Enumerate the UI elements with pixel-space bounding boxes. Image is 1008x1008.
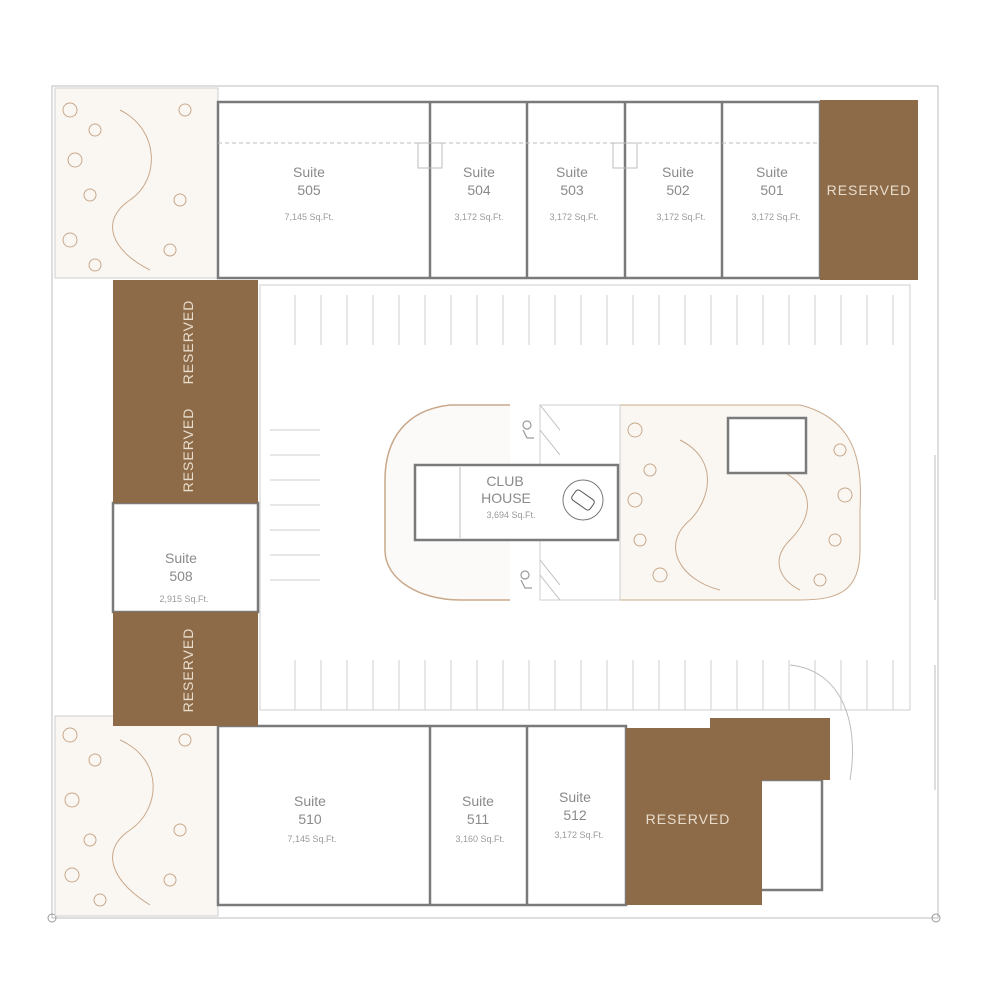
suite-number: 508 xyxy=(169,568,193,584)
reserved-label: RESERVED xyxy=(827,182,912,198)
suite-505-label: Suite 505 7,145 Sq.Ft. xyxy=(284,164,333,222)
clubhouse-building xyxy=(413,416,808,542)
suite-510-label: Suite 510 7,145 Sq.Ft. xyxy=(287,793,336,844)
suite-title: Suite xyxy=(165,550,197,566)
suite-area: 3,172 Sq.Ft. xyxy=(554,830,603,840)
reserved-label: RESERVED xyxy=(180,408,196,493)
suite-number: 502 xyxy=(666,182,690,198)
reserved-block: RESERVED xyxy=(820,100,918,280)
suite-title: Suite xyxy=(559,789,591,805)
car-icon xyxy=(562,479,604,521)
suite-501-label: Suite 501 3,172 Sq.Ft. xyxy=(751,164,800,222)
suite-number: 504 xyxy=(467,182,491,198)
suite-number: 510 xyxy=(298,811,322,827)
parking-lot xyxy=(259,284,936,790)
suite-number: 501 xyxy=(760,182,784,198)
tree-icon xyxy=(62,727,192,907)
suite-title: Suite xyxy=(462,793,494,809)
accessible-parking-icon xyxy=(520,420,534,589)
suite-502-label: Suite 502 3,172 Sq.Ft. xyxy=(656,164,705,222)
suite-number: 503 xyxy=(560,182,584,198)
reserved-block: RESERVED xyxy=(113,612,258,726)
clubhouse-label: CLUB HOUSE 3,694 Sq.Ft. xyxy=(481,473,535,520)
landscape-area-southwest xyxy=(54,715,219,917)
suite-number: 511 xyxy=(467,811,490,827)
suite-area: 3,172 Sq.Ft. xyxy=(751,212,800,222)
suite-number: 505 xyxy=(297,182,321,198)
suite-title: Suite xyxy=(293,164,325,180)
reserved-label: RESERVED xyxy=(646,811,731,827)
suite-title: Suite xyxy=(662,164,694,180)
suite-number: 512 xyxy=(563,807,587,823)
tree-icon xyxy=(62,102,192,272)
reserved-label: RESERVED xyxy=(180,300,196,385)
reserved-block: RESERVED xyxy=(626,718,830,905)
suite-512-label: Suite 512 3,172 Sq.Ft. xyxy=(554,789,603,840)
suite-511-label: Suite 511 3,160 Sq.Ft. xyxy=(455,793,504,844)
suite-508-label: Suite 508 2,915 Sq.Ft. xyxy=(159,550,208,604)
suite-title: Suite xyxy=(463,164,495,180)
suite-area: 3,172 Sq.Ft. xyxy=(656,212,705,222)
suite-title: Suite xyxy=(556,164,588,180)
reserved-block: RESERVED RESERVED xyxy=(113,280,258,503)
suite-area: 3,172 Sq.Ft. xyxy=(549,212,598,222)
suite-area: 7,145 Sq.Ft. xyxy=(284,212,333,222)
suite-504-label: Suite 504 3,172 Sq.Ft. xyxy=(454,164,503,222)
suite-area: 7,145 Sq.Ft. xyxy=(287,834,336,844)
tree-icon xyxy=(627,422,853,587)
clubhouse-title-line1: CLUB xyxy=(486,473,523,489)
reserved-label: RESERVED xyxy=(180,628,196,713)
suite-area: 2,915 Sq.Ft. xyxy=(159,594,208,604)
suite-area: 3,172 Sq.Ft. xyxy=(454,212,503,222)
landscape-area-northwest xyxy=(54,87,219,279)
property-boundary xyxy=(47,85,941,923)
clubhouse-area: 3,694 Sq.Ft. xyxy=(486,510,535,520)
stair-icon xyxy=(417,142,638,169)
suite-503-label: Suite 503 3,172 Sq.Ft. xyxy=(549,164,598,222)
suite-area: 3,160 Sq.Ft. xyxy=(455,834,504,844)
suite-title: Suite xyxy=(294,793,326,809)
suite-title: Suite xyxy=(756,164,788,180)
clubhouse-title-line2: HOUSE xyxy=(481,490,531,506)
